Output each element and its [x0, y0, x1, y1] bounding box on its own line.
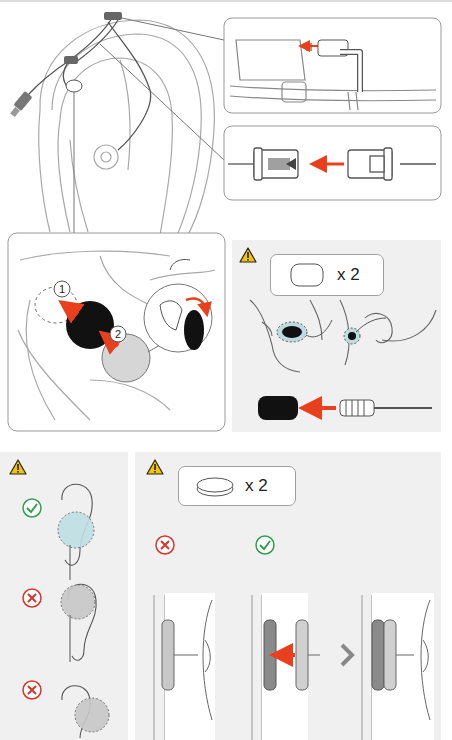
callout-number: 1 [59, 284, 65, 295]
quantity-box: x 2 [178, 466, 296, 506]
velcro-pad-icon [193, 472, 237, 502]
quantity-box: x 2 [270, 254, 384, 296]
foam-pad-icon [285, 260, 329, 290]
quantity-text: x 2 [245, 476, 268, 496]
callout-number: 2 [115, 329, 121, 340]
quantity-text: x 2 [337, 265, 360, 285]
